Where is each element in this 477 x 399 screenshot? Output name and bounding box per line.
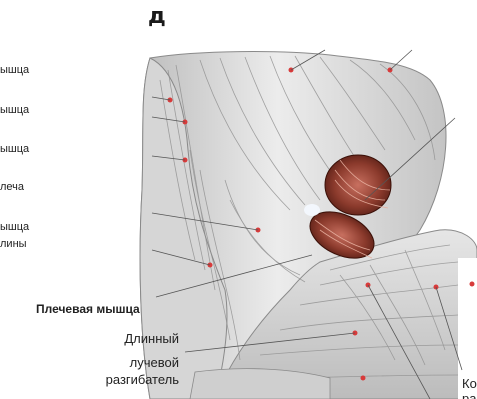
pin bbox=[470, 282, 475, 287]
label-muscle-5b: лины bbox=[0, 238, 27, 251]
label-muscle-4: леча bbox=[0, 181, 24, 194]
tendon-glare bbox=[304, 204, 320, 216]
label-muscle-1: ышца bbox=[0, 64, 29, 77]
label-muscle-3: ышца bbox=[0, 143, 29, 156]
figure-letter: д bbox=[148, 4, 166, 29]
label-brachialis: Плечевая мышца bbox=[36, 303, 140, 316]
label-muscle-2: ышца bbox=[0, 104, 29, 117]
label-extensor-1: Длинный bbox=[124, 330, 179, 347]
label-right-b: ра bbox=[462, 390, 476, 399]
label-extensor-3: разгибатель bbox=[106, 371, 179, 388]
label-muscle-5a: ышца bbox=[0, 221, 29, 234]
pin bbox=[361, 376, 366, 381]
label-extensor-2: лучевой bbox=[130, 354, 179, 371]
